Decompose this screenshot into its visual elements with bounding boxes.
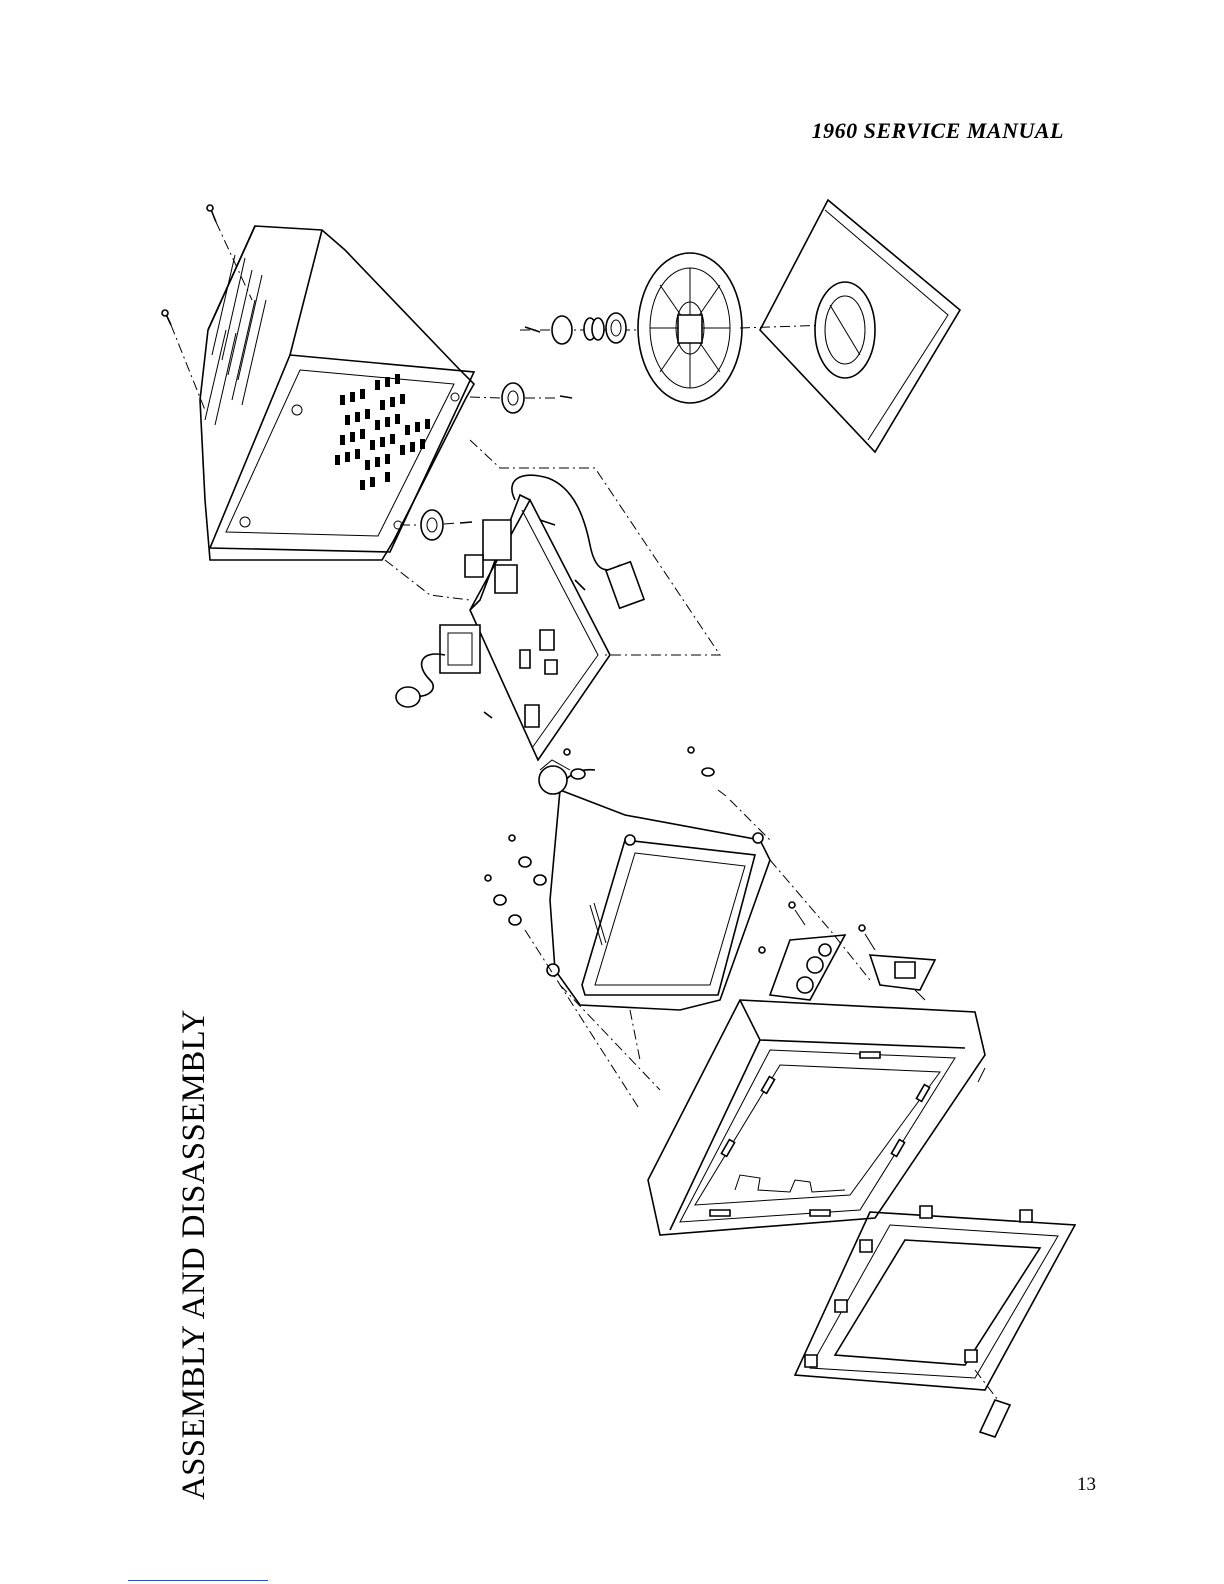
main-circuit-board — [385, 440, 720, 760]
swivel-stand-parts — [520, 200, 960, 452]
front-frame — [795, 1206, 1075, 1437]
crt-tube — [539, 760, 770, 1010]
rear-cabinet — [162, 205, 474, 560]
crt-mounting-hardware — [485, 747, 870, 1110]
control-boards — [759, 902, 935, 1000]
rubber-feet — [400, 383, 572, 540]
front-bezel — [648, 1000, 985, 1235]
